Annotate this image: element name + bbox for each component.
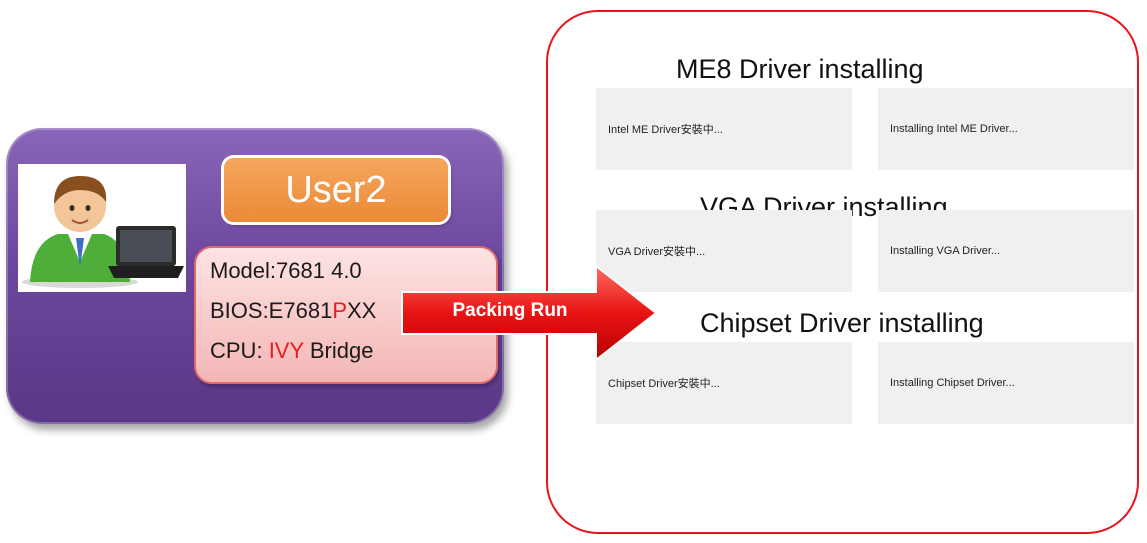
cpu-highlight: IVY xyxy=(268,338,304,363)
user-panel: User2 Model:7681 4.0 BIOS:E7681PXX CPU: … xyxy=(6,128,504,424)
status-box-chipset-chinese: Chipset Driver安裝中... xyxy=(596,342,852,424)
cpu-text: CPU: IVY Bridge xyxy=(210,338,373,364)
bios-text: BIOS:E7681PXX xyxy=(210,298,376,324)
bios-highlight: P xyxy=(332,298,347,323)
status-box-me8-english: Installing Intel ME Driver... xyxy=(878,88,1134,170)
cpu-suffix: Bridge xyxy=(303,338,374,363)
right-arrow-icon xyxy=(401,263,658,363)
section-title-chipset: Chipset Driver installing xyxy=(700,308,984,338)
driver-install-frame: ME8 Driver installing Intel ME Driver安裝中… xyxy=(546,10,1139,534)
status-box-vga-english: Installing VGA Driver... xyxy=(878,210,1134,292)
cpu-prefix: CPU: xyxy=(210,338,269,363)
status-box-me8-chinese: Intel ME Driver安裝中... xyxy=(596,88,852,170)
model-text: Model:7681 4.0 xyxy=(210,258,362,283)
bios-suffix: XX xyxy=(347,298,377,323)
section-title-me8: ME8 Driver installing xyxy=(676,54,924,84)
status-box-vga-chinese: VGA Driver安裝中... xyxy=(596,210,852,292)
user-laptop-icon xyxy=(18,164,186,292)
bios-prefix: BIOS:E7681 xyxy=(210,298,333,323)
arrow-label: Packing Run xyxy=(452,300,568,321)
user-title: User2 xyxy=(224,158,448,222)
status-box-chipset-english: Installing Chipset Driver... xyxy=(878,342,1134,424)
